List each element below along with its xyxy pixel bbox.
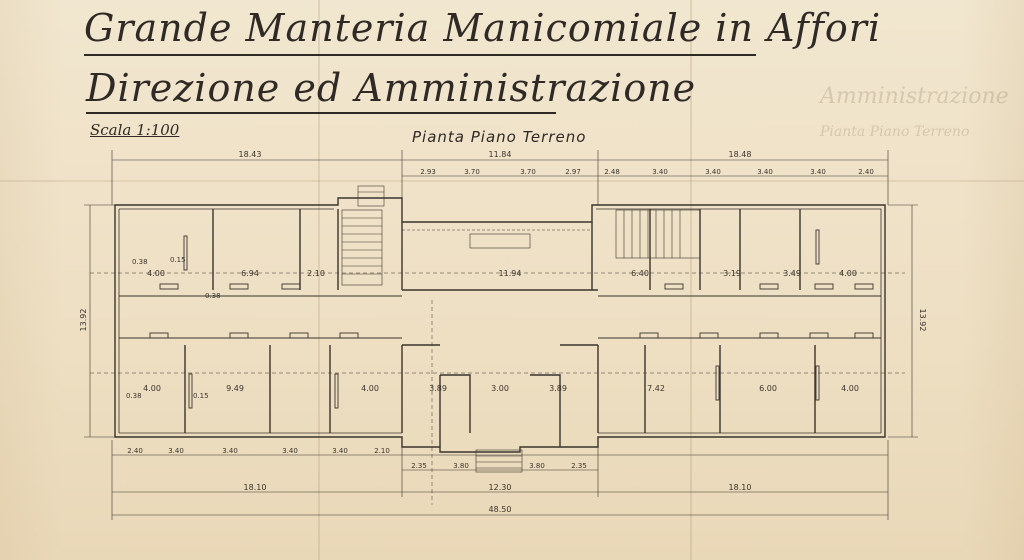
dim-label: 2.35: [411, 462, 427, 470]
bleed-through-text: Pianta Piano Terreno: [820, 124, 970, 140]
dim-label: 11.84: [489, 150, 512, 159]
room-label: 2.10: [307, 269, 325, 278]
dim-label: 3.80: [529, 462, 545, 470]
scale-label: Scala 1:100: [90, 121, 180, 139]
dim-label: 13.92: [79, 309, 88, 332]
dim-label: 13.92: [918, 309, 927, 332]
small-dim: 0.15: [193, 392, 209, 400]
title-underline: [86, 112, 556, 114]
dim-label: 3.70: [520, 168, 536, 176]
dim-label: 3.40: [652, 168, 668, 176]
dim-label: 18.43: [239, 150, 262, 159]
small-dim: 0.15: [170, 256, 186, 264]
room-label: 3.19: [723, 269, 741, 278]
dim-label: 3.40: [757, 168, 773, 176]
dim-label: 12.30: [489, 483, 512, 492]
radiators: [149, 229, 874, 409]
dim-label: 2.35: [571, 462, 587, 470]
room-label: 4.00: [361, 384, 379, 393]
dim-label: 18.10: [244, 483, 267, 492]
dim-label: 2.97: [565, 168, 581, 176]
dim-label: 3.40: [705, 168, 721, 176]
small-dim: 0.38: [132, 258, 148, 266]
room-label: 4.00: [841, 384, 859, 393]
dim-label: 3.40: [332, 447, 348, 455]
staircase-right: [615, 209, 701, 259]
dim-label: 3.70: [464, 168, 480, 176]
title-line-1: Grande Manteria Manicomiale in Affori: [84, 6, 882, 50]
small-dim: 0.38: [205, 292, 221, 300]
dim-label: 18.10: [729, 483, 752, 492]
room-label: 3.00: [491, 384, 509, 393]
dim-label: 3.40: [810, 168, 826, 176]
title-line-2: Direzione ed Amministrazione: [86, 66, 697, 110]
room-label: 9.49: [226, 384, 244, 393]
outer-walls: [114, 197, 886, 453]
bleed-through-text: Amministrazione: [820, 84, 1009, 109]
room-label: 4.00: [147, 269, 165, 278]
plan-subtitle: Pianta Piano Terreno: [412, 128, 587, 146]
dimension-lines: [84, 150, 918, 520]
room-label: 4.00: [143, 384, 161, 393]
staircase-left: [341, 185, 385, 286]
room-label: 4.00: [839, 269, 857, 278]
fold-line: [318, 0, 320, 560]
room-label: 6.40: [631, 269, 649, 278]
room-label: 6.00: [759, 384, 777, 393]
dim-label: 2.40: [858, 168, 874, 176]
room-label: 3.49: [783, 269, 801, 278]
room-label: 11.94: [499, 269, 522, 278]
fold-line: [690, 0, 692, 560]
entrance-steps: [402, 229, 592, 473]
dim-label: 3.40: [168, 447, 184, 455]
dim-label: 3.80: [453, 462, 469, 470]
dim-label: 2.93: [420, 168, 436, 176]
dim-label: 2.40: [127, 447, 143, 455]
dim-label: 48.50: [489, 505, 512, 514]
dim-label: 3.40: [282, 447, 298, 455]
room-label: 6.94: [241, 269, 259, 278]
fold-line: [0, 180, 1024, 182]
dim-label: 3.40: [222, 447, 238, 455]
room-label: 7.42: [647, 384, 665, 393]
room-label: 3.89: [429, 384, 447, 393]
dim-label: 2.48: [604, 168, 620, 176]
dim-label: 2.10: [374, 447, 390, 455]
dim-label: 18.48: [729, 150, 752, 159]
small-dim: 0.38: [126, 392, 142, 400]
room-label: 3.89: [549, 384, 567, 393]
title-underline: [84, 54, 756, 56]
